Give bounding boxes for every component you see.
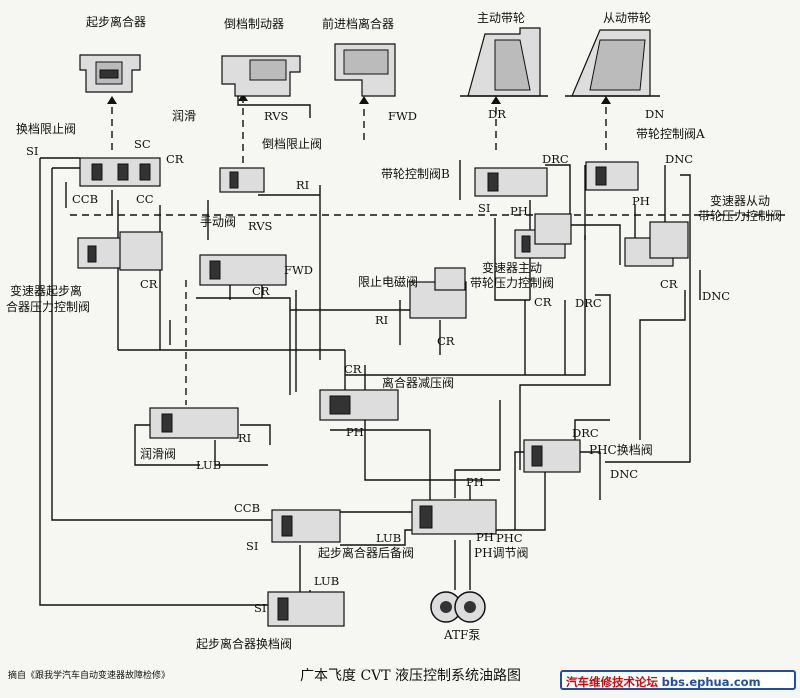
drive-pulley-label: 主动带轮	[477, 11, 525, 25]
port-dnc-3: DNC	[610, 467, 638, 481]
drive-pressure-valve-body	[514, 213, 572, 259]
start-clutch-pressure-valve-label-2: 合器压力控制阀	[6, 299, 90, 314]
port-drc-1: DRC	[542, 152, 569, 166]
port-dnc-2: DNC	[702, 289, 730, 303]
port-cc: CC	[136, 192, 154, 206]
port-ri-3: RI	[238, 431, 251, 445]
port-cr-7: CR	[344, 362, 362, 376]
pulley-control-valve-b-body	[474, 167, 548, 197]
port-si-1: SI	[26, 144, 38, 158]
port-ph-5: PH	[476, 530, 494, 544]
port-ccb-2: CCB	[234, 501, 260, 515]
start-clutch-shift-valve-label: 起步离合器换档阀	[196, 636, 292, 651]
port-ri-1: RI	[296, 178, 309, 192]
source-note: 摘自《跟我学汽车自动变速器故障检修》	[8, 669, 170, 681]
reverse-inhibitor-valve-body	[219, 167, 265, 193]
atf-pump-drawing	[430, 591, 486, 623]
drive-pressure-valve-label-2: 带轮压力控制阀	[470, 276, 554, 290]
watermark-url: bbs.ephua.com	[661, 675, 761, 689]
port-phc: PHC	[496, 531, 523, 545]
shift-inhibitor-valve-label: 换档限止阀	[16, 122, 76, 136]
port-drc-3: DRC	[572, 426, 599, 440]
drive-pressure-valve-label-1: 变速器主动	[482, 260, 542, 275]
port-ph-1: PH	[510, 204, 528, 218]
forward-clutch-label: 前进档离合器	[322, 16, 394, 31]
start-clutch-drawing	[79, 54, 141, 93]
port-lub-2: LUB	[376, 531, 401, 545]
port-labels: SI SC CR CCB CC CR RVS RI RVS FWD CR FWD…	[26, 107, 730, 615]
port-cr-1: CR	[166, 152, 184, 166]
watermark-forum-name: 汽车维修技术论坛	[566, 675, 658, 689]
clutch-reducing-valve-body	[319, 389, 399, 421]
diagram-title: 广本飞度 CVT 液压控制系统油路图	[300, 668, 521, 684]
lube-label: 润滑	[172, 109, 196, 123]
phc-shift-valve-label: PHC换档阀	[589, 443, 653, 457]
inhibitor-solenoid-label: 限止电磁阀	[358, 274, 418, 289]
port-ph-2: PH	[632, 194, 650, 208]
clutch-reducing-valve-label: 离合器减压阀	[382, 375, 454, 390]
ph-regulator-valve-label: PH调节阀	[474, 546, 529, 560]
start-clutch-backup-valve-body	[271, 509, 341, 543]
start-clutch-label: 起步离合器	[86, 14, 146, 29]
reverse-brake-drawing	[221, 55, 311, 118]
inhibitor-solenoid-body	[409, 267, 467, 319]
port-ph-4: PH	[466, 475, 484, 489]
reverse-brake-label: 倒档制动器	[224, 17, 284, 31]
ph-regulator-valve-body	[411, 499, 497, 535]
manual-valve-body	[199, 254, 287, 286]
driven-pressure-valve-body	[624, 221, 689, 267]
port-si-4: SI	[254, 601, 266, 615]
start-clutch-pressure-valve-label-1: 变速器起步离	[10, 283, 82, 298]
start-clutch-shift-valve-body	[267, 591, 345, 627]
drive-pulley-drawing	[460, 27, 548, 97]
port-rvs-2: RVS	[248, 219, 273, 233]
forward-clutch-drawing	[334, 43, 396, 97]
control-dashes	[111, 97, 607, 405]
driven-pulley-label: 从动带轮	[603, 11, 651, 25]
port-dr: DR	[488, 107, 506, 121]
port-fwd-2: FWD	[388, 109, 417, 123]
port-drc-2: DRC	[575, 296, 602, 310]
lube-valve-body	[149, 407, 239, 439]
port-si-2: SI	[478, 201, 490, 215]
port-cr-3: CR	[252, 284, 270, 298]
port-ri-2: RI	[375, 313, 388, 327]
arrow-heads	[107, 93, 611, 104]
port-dn: DN	[645, 107, 664, 121]
port-si-3: SI	[246, 539, 258, 553]
component-labels: 起步离合器 倒档制动器 前进档离合器 主动带轮 从动带轮 换档限止阀 润滑 倒档…	[6, 11, 782, 651]
driven-pulley-drawing	[565, 29, 660, 97]
start-clutch-pressure-valve-body	[77, 231, 163, 271]
driven-pressure-valve-label-2: 带轮压力控制阀	[698, 209, 782, 223]
port-fwd-1: FWD	[284, 263, 313, 277]
reverse-inhibitor-valve-label: 倒档限止阀	[262, 137, 322, 151]
port-lub-1: LUB	[196, 458, 221, 472]
port-ccb-1: CCB	[72, 192, 98, 206]
pulley-control-valve-a-label: 带轮控制阀A	[636, 127, 705, 141]
port-sc: SC	[134, 137, 151, 151]
forum-watermark: 汽车维修技术论坛 bbs.ephua.com	[560, 670, 796, 690]
atf-pump-label: ATF泵	[443, 628, 480, 642]
pulley-control-valve-a-body	[585, 161, 639, 191]
port-dnc-1: DNC	[665, 152, 693, 166]
port-cr-4: CR	[660, 277, 678, 291]
manual-valve-label: 手动阀	[200, 215, 236, 229]
driven-pressure-valve-label-1: 变速器从动	[710, 193, 770, 208]
oil-lines	[39, 157, 790, 606]
port-cr-6: CR	[437, 334, 455, 348]
pulley-control-valve-b-label: 带轮控制阀B	[381, 167, 450, 181]
start-clutch-backup-valve-label: 起步离合器后备阀	[318, 545, 414, 560]
port-cr-5: CR	[534, 295, 552, 309]
port-lub-3: LUB	[314, 574, 339, 588]
port-ph-3: PH	[346, 425, 364, 439]
port-cr-2: CR	[140, 277, 158, 291]
port-rvs-1: RVS	[264, 109, 289, 123]
lube-valve-label: 润滑阀	[140, 447, 176, 461]
shift-inhibitor-valve-body	[79, 157, 161, 187]
phc-shift-valve-body	[523, 439, 581, 473]
